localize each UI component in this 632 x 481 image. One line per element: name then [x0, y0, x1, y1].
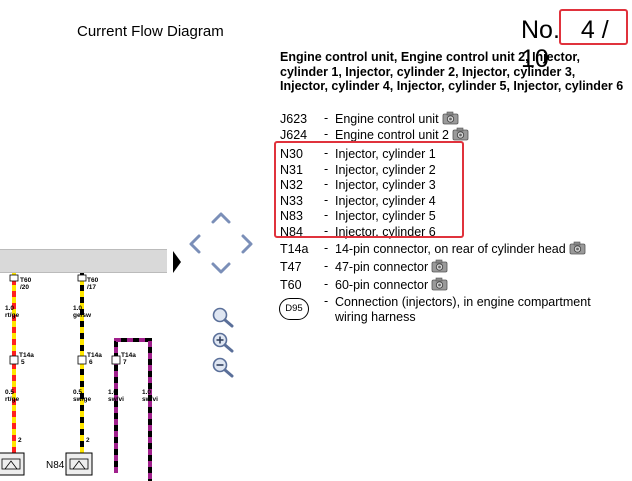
camera-icon[interactable] — [442, 111, 459, 125]
page-number-label: No. — [521, 16, 560, 44]
legend-dash: - — [324, 241, 329, 255]
legend-dash: - — [324, 259, 329, 273]
legend-dash: - — [324, 111, 329, 125]
wire-4-spec-lower: 1.0 sw/vi — [142, 389, 158, 403]
legend-description: Injector, cylinder 1 — [335, 146, 436, 162]
wire-1-t14a: T14a 5 — [19, 352, 34, 366]
page-number-value: 4 / 10 — [521, 16, 609, 73]
legend-description-text: Injector, cylinder 4 — [335, 194, 436, 208]
legend-description-text: Engine control unit 2 — [335, 128, 449, 142]
wire-2-pin: 2 — [86, 437, 90, 444]
legend-description: Engine control unit — [335, 111, 459, 127]
legend-description-text: 60-pin connector — [335, 278, 429, 292]
legend-description: Engine control unit 2 — [335, 127, 469, 143]
legend-dash: - — [324, 294, 329, 308]
d95-symbol: D95 — [279, 298, 309, 320]
wire-2-spec: 1.0 ge/sw — [73, 305, 92, 319]
pan-up-icon[interactable] — [211, 212, 231, 224]
page-title: Current Flow Diagram — [77, 23, 224, 40]
legend-code: N30 — [280, 147, 303, 161]
legend-description-text: Injector, cylinder 5 — [335, 209, 436, 223]
wire-3 — [114, 338, 152, 481]
legend-dash: - — [324, 146, 329, 160]
camera-icon[interactable] — [431, 259, 448, 273]
legend-description-text: Injector, cylinder 1 — [335, 147, 436, 161]
pan-controls — [189, 212, 253, 274]
legend-code: N84 — [280, 225, 303, 239]
wire-1-pin: 2 — [18, 437, 22, 444]
legend-description-text: Engine control unit — [335, 112, 439, 126]
legend-description-text: Injector, cylinder 6 — [335, 225, 436, 239]
camera-icon[interactable] — [452, 127, 469, 141]
legend-code: N83 — [280, 209, 303, 223]
pan-left-icon[interactable] — [189, 234, 201, 254]
legend-code: N31 — [280, 163, 303, 177]
pan-right-icon[interactable] — [241, 234, 253, 254]
legend-dash: - — [324, 277, 329, 291]
injector-symbol — [0, 452, 25, 476]
legend-heading: Engine control unit, Engine control unit… — [280, 50, 624, 93]
legend-description-text: 14-pin connector, on rear of cylinder he… — [335, 242, 566, 256]
d95-description: Connection (injectors), in engine compar… — [335, 295, 591, 324]
legend-description-text: Injector, cylinder 3 — [335, 178, 436, 192]
legend-description: 47-pin connector — [335, 259, 448, 275]
legend-description: Injector, cylinder 5 — [335, 208, 436, 224]
legend-dash: - — [324, 162, 329, 176]
legend-dash: - — [324, 127, 329, 141]
legend-code: N33 — [280, 194, 303, 208]
legend-dash: - — [324, 208, 329, 222]
page-number-highlight — [559, 9, 628, 45]
legend-code: N32 — [280, 178, 303, 192]
wire-3-t14a: T14a 7 — [121, 352, 136, 366]
injector-highlight — [274, 141, 464, 238]
zoom-fit-icon[interactable] — [210, 306, 236, 328]
expand-arrow-icon[interactable] — [173, 251, 181, 273]
legend-dash: - — [324, 177, 329, 191]
legend-description: 14-pin connector, on rear of cylinder he… — [335, 241, 586, 257]
wire-1-top-connector: T60 /20 — [20, 277, 32, 291]
legend-description-text: Injector, cylinder 2 — [335, 163, 436, 177]
wire-1-spec: 1.0 rt/ge — [5, 305, 20, 319]
legend-description: Injector, cylinder 4 — [335, 193, 436, 209]
wire-2-t14a: T14a 6 — [87, 352, 102, 366]
wire-2-spec-lower: 0.5 sw/ge — [73, 389, 92, 403]
legend-code: J624 — [280, 128, 308, 142]
legend-description: 60-pin connector — [335, 277, 448, 293]
legend-code: T47 — [280, 260, 302, 274]
legend-description: Injector, cylinder 6 — [335, 224, 436, 240]
component-label-n84: N84 — [46, 460, 65, 471]
legend-description: Injector, cylinder 3 — [335, 177, 436, 193]
zoom-in-icon[interactable] — [210, 331, 236, 353]
camera-icon[interactable] — [569, 241, 586, 255]
legend-dash: - — [324, 193, 329, 207]
camera-icon[interactable] — [431, 277, 448, 291]
pan-down-icon[interactable] — [211, 262, 231, 274]
legend-code: T14a — [280, 242, 309, 256]
page-number: No. 4 / 10 — [521, 16, 632, 74]
wire-3-spec-lower: 1.0 sw/vi — [108, 389, 124, 403]
legend-description-text: 47-pin connector — [335, 260, 429, 274]
control-unit-band — [0, 249, 167, 273]
legend-code: J623 — [280, 112, 308, 126]
wiring-diagram — [0, 273, 152, 481]
legend-dash: - — [324, 224, 329, 238]
injector-n84-symbol — [65, 452, 93, 476]
legend-description: Injector, cylinder 2 — [335, 162, 436, 178]
zoom-out-icon[interactable] — [210, 356, 236, 378]
wire-2-top-connector: T60 /17 — [87, 277, 99, 291]
wire-1-spec-lower: 0.5 rt/ge — [5, 389, 20, 403]
legend-code: T60 — [280, 278, 302, 292]
